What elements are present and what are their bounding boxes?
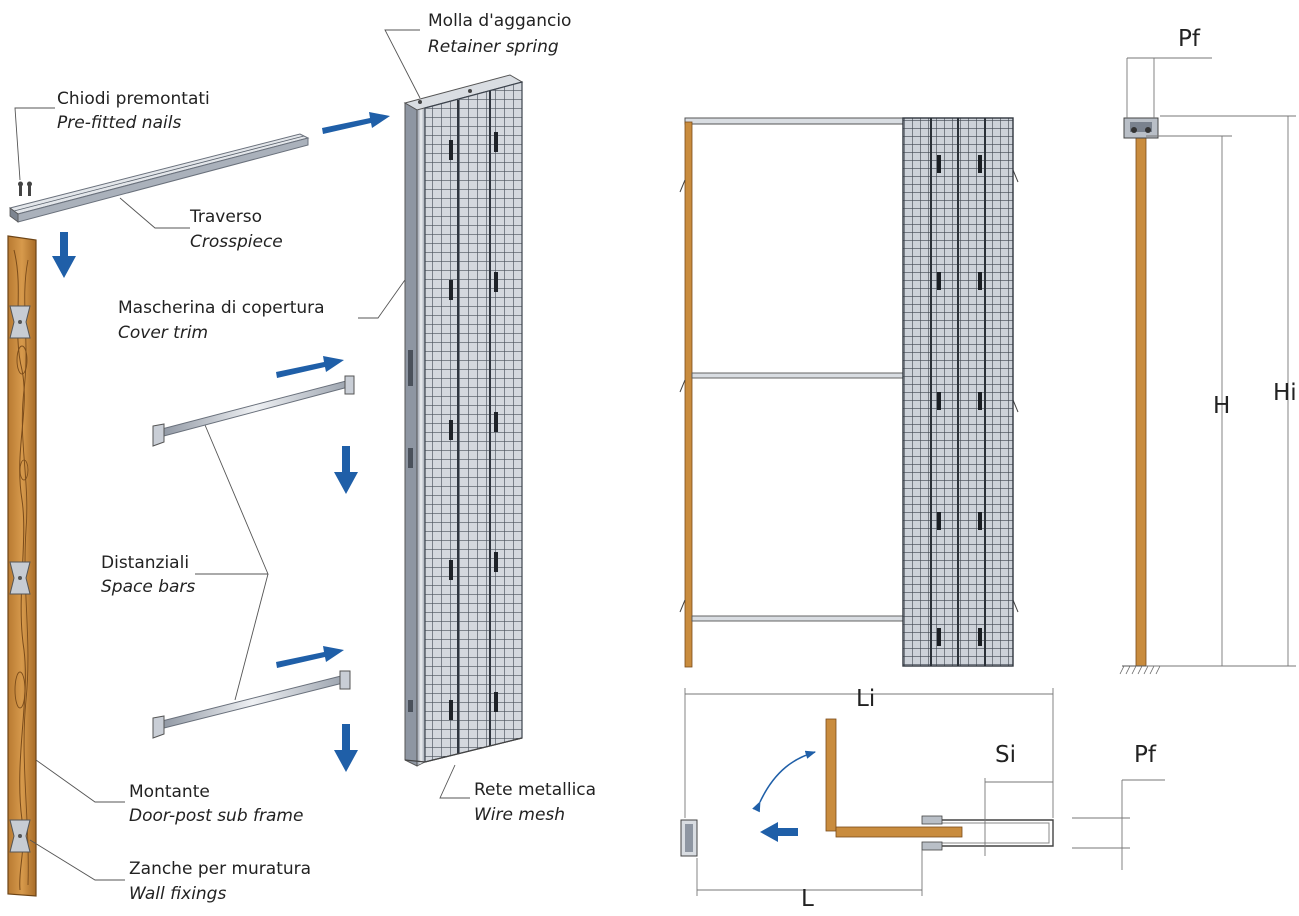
dim-pf-plan: Pf xyxy=(1134,742,1157,768)
front-elevation xyxy=(679,117,1019,668)
dim-l: L xyxy=(801,886,814,912)
wall-fixing xyxy=(9,561,31,595)
label-retainer-it: Molla d'aggancio xyxy=(428,11,571,31)
dim-line-pf-plan xyxy=(1072,779,1165,870)
leader-retainer xyxy=(384,29,421,99)
label-retainer-en: Retainer spring xyxy=(428,37,559,57)
label-mesh-en: Wire mesh xyxy=(474,805,565,825)
label-cover-it: Mascherina di copertura xyxy=(118,298,325,318)
dim-line-hi xyxy=(1160,115,1296,667)
label-fixings-it: Zanche per muratura xyxy=(129,859,311,879)
swing-arrow xyxy=(752,750,817,813)
leader-spacer-top xyxy=(195,424,269,575)
slide-arrow xyxy=(760,822,798,842)
leader-nails xyxy=(14,107,55,181)
label-nails-en: Pre-fitted nails xyxy=(57,113,181,133)
leader-cover xyxy=(358,269,413,319)
label-nails-it: Chiodi premontati xyxy=(57,89,210,109)
label-spacers-en: Space bars xyxy=(101,577,195,597)
crosspiece xyxy=(8,133,310,223)
label-crosspiece-it: Traverso xyxy=(189,207,262,227)
leader-fixings xyxy=(29,839,125,881)
plan-view xyxy=(680,718,1054,857)
label-spacers-it: Distanziali xyxy=(101,553,189,573)
dim-pf-top: Pf xyxy=(1178,26,1201,52)
dim-line-pf-top xyxy=(1126,57,1212,118)
dim-li: Li xyxy=(856,686,875,712)
wall-fixing xyxy=(9,819,31,853)
leader-post xyxy=(35,759,125,803)
pre-fitted-nails xyxy=(18,181,32,196)
label-post-it: Montante xyxy=(129,782,210,802)
dim-hi: Hi xyxy=(1273,380,1297,406)
side-section xyxy=(1119,117,1161,675)
assembly-arrow xyxy=(52,112,390,772)
dim-h: H xyxy=(1213,393,1230,419)
dim-line-si xyxy=(984,778,1053,856)
dim-line-li xyxy=(684,688,1054,818)
space-bar xyxy=(152,670,351,739)
label-mesh-it: Rete metallica xyxy=(474,780,596,800)
leader-crosspiece xyxy=(119,197,190,229)
wall-fixing xyxy=(9,305,31,339)
label-cover-en: Cover trim xyxy=(118,323,208,343)
dim-line-l xyxy=(696,850,923,896)
leader-spacer-bottom xyxy=(234,573,269,701)
dim-line-h xyxy=(1146,135,1232,667)
label-post-en: Door-post sub frame xyxy=(129,806,303,826)
dim-si: Si xyxy=(995,742,1016,768)
space-bar xyxy=(152,375,355,447)
pocket-frame xyxy=(403,74,524,767)
leader-mesh xyxy=(439,764,470,799)
label-fixings-en: Wall fixings xyxy=(129,884,226,904)
label-crosspiece-en: Crosspiece xyxy=(190,232,283,252)
